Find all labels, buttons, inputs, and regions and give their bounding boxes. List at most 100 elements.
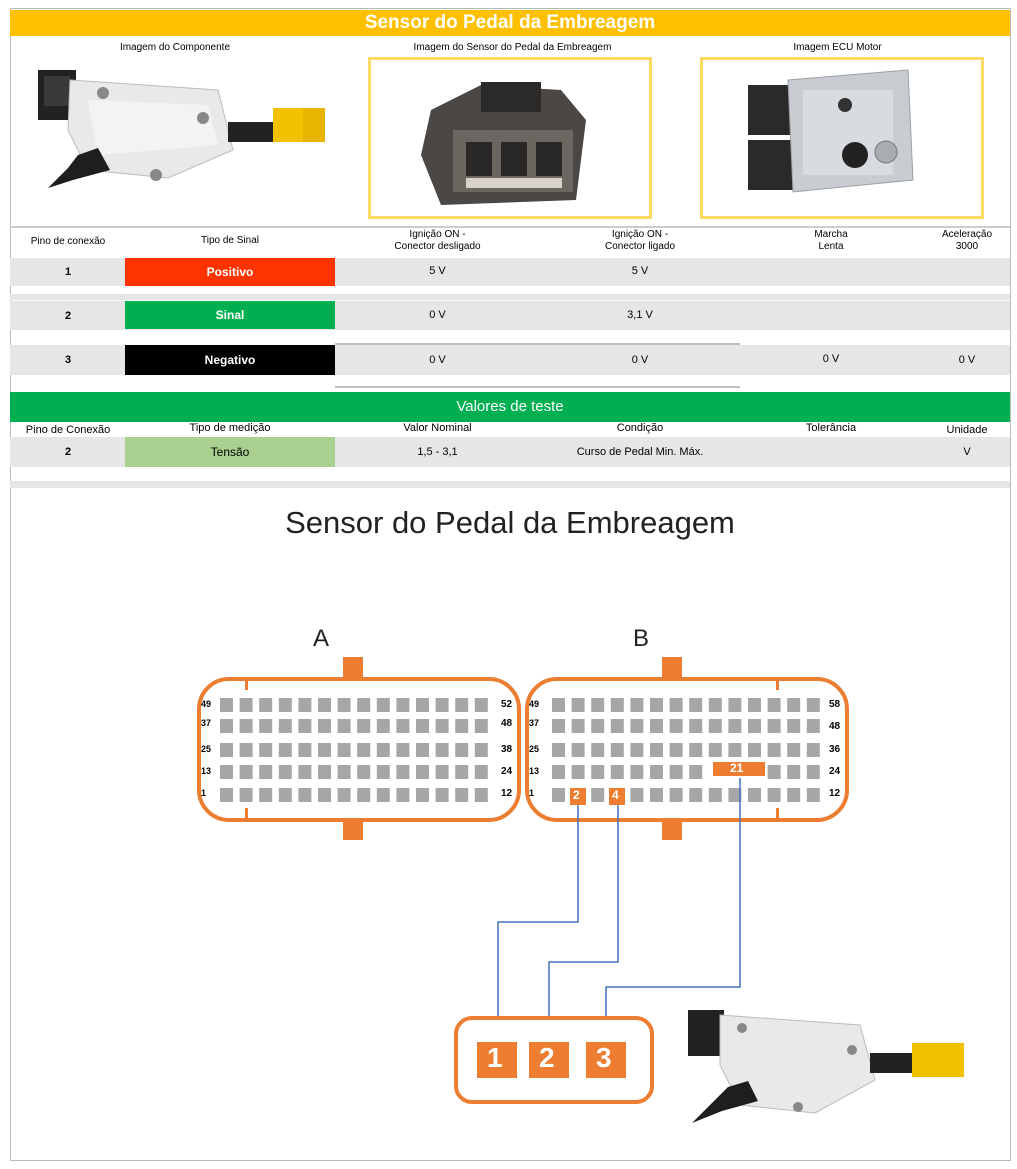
connector-b-row-label: 58 [829, 699, 841, 710]
test-unit-value: V [963, 446, 971, 458]
connector-pin [435, 743, 449, 757]
connector-pin [318, 765, 331, 779]
value-connected: 0 V [631, 354, 649, 366]
connector-pin [396, 765, 410, 779]
connector-pin [239, 698, 253, 712]
connector-pin [708, 719, 722, 733]
connector-a-row-label: 49 [201, 699, 212, 709]
ecu-image-caption: Imagem ECU Motor [793, 42, 882, 53]
connector-a-row-label: 48 [501, 718, 513, 729]
header-ignition-disconnected: Ignição ON -Conector desligado [394, 229, 481, 252]
connector-pin [396, 698, 410, 712]
connector-pin [318, 743, 331, 757]
header-signal-type: Tipo de Sinal [201, 235, 259, 246]
connector-a-label: A [313, 625, 330, 652]
connector-pin [298, 788, 312, 802]
connector-a-row-label: 24 [501, 766, 513, 777]
connector-pin [728, 788, 742, 802]
ecu-pin-label: 4 [612, 788, 619, 802]
connector-pin [650, 743, 663, 757]
connector-pin [376, 788, 390, 802]
connector-pin [318, 698, 331, 712]
connector-pin [708, 698, 722, 712]
sensor-image-caption: Imagem do Sensor do Pedal da Embreagem [413, 42, 612, 53]
test-header-condition: Condição [616, 422, 664, 434]
connector-pin [318, 719, 331, 733]
connector-pin [474, 788, 488, 802]
connector-pin [591, 743, 605, 757]
connector-pin [416, 743, 429, 757]
connector-pin [278, 698, 292, 712]
connector-pin [435, 698, 449, 712]
test-header-measure: Tipo de medição [189, 422, 271, 434]
row-pin: 3 [64, 354, 72, 366]
connector-b-row-label: 37 [529, 718, 540, 728]
connector-pin [337, 765, 351, 779]
connector-pin [552, 743, 565, 757]
connector-pin [591, 698, 605, 712]
connector-pin [552, 698, 565, 712]
connector-pin [474, 743, 488, 757]
connector-pin [630, 788, 644, 802]
sensor-pin-label: 3 [596, 1042, 612, 1073]
connector-pin [239, 719, 253, 733]
connector-pin [650, 788, 663, 802]
connector-pin [787, 765, 801, 779]
connector-pin [571, 743, 585, 757]
connector-b-row-label: 25 [529, 744, 540, 754]
connector-pin [630, 719, 644, 733]
connector-pin [318, 788, 331, 802]
value-disconnected: 0 V [429, 354, 446, 366]
connector-pin [376, 698, 390, 712]
connector-pin [650, 765, 663, 779]
connector-pin [650, 698, 663, 712]
connector-pin [259, 788, 273, 802]
connector-pin [787, 788, 801, 802]
connector-pin [728, 719, 742, 733]
test-header-pin: Pino de Conexão [25, 424, 111, 436]
connector-pin [650, 719, 663, 733]
connector-pin [416, 698, 429, 712]
connector-a-row-label: 13 [201, 766, 212, 776]
connector-pin [806, 743, 820, 757]
connector-pin [278, 719, 292, 733]
connector-pin [669, 719, 683, 733]
connector-pin [337, 788, 351, 802]
connector-pin [610, 698, 624, 712]
connector-pin [239, 788, 253, 802]
connector-pin [357, 765, 371, 779]
connector-pin [630, 765, 644, 779]
signal-type-badge: Sinal [125, 301, 335, 329]
connector-pin [259, 765, 273, 779]
connector-pin [689, 698, 703, 712]
connector-pin [278, 743, 292, 757]
connector-pin [552, 765, 565, 779]
connector-pin [455, 698, 469, 712]
connector-b-row-label: 48 [829, 721, 841, 732]
measure-type-badge: Tensão [125, 437, 335, 467]
connector-pin [630, 698, 644, 712]
connector-pin [571, 765, 585, 779]
sensor-pin-label: 1 [487, 1042, 503, 1073]
diagram-title: Sensor do Pedal da Embreagem [285, 505, 735, 540]
highlighted-pin [609, 788, 625, 805]
connector-a-row-label: 1 [201, 788, 207, 798]
connector-pin [748, 788, 761, 802]
connector-pin [298, 719, 312, 733]
connector-pin [435, 765, 449, 779]
connector-pin [748, 698, 761, 712]
connector-pin [337, 743, 351, 757]
connector-pin [396, 719, 410, 733]
sensor-pin-2-box [529, 1042, 569, 1078]
connector-pin [708, 788, 722, 802]
connector-pin [591, 788, 605, 802]
row-pin: 2 [64, 310, 72, 322]
value-connected: 5 V [631, 265, 649, 277]
connector-pin [259, 743, 273, 757]
connector-pin [278, 788, 292, 802]
signal-type-badge: Negativo [125, 345, 335, 375]
connector-a-row-label: 12 [501, 788, 513, 799]
value-acceleration: 0 V [958, 354, 976, 366]
connector-pin [337, 719, 351, 733]
value-idle: 0 V [822, 353, 840, 365]
